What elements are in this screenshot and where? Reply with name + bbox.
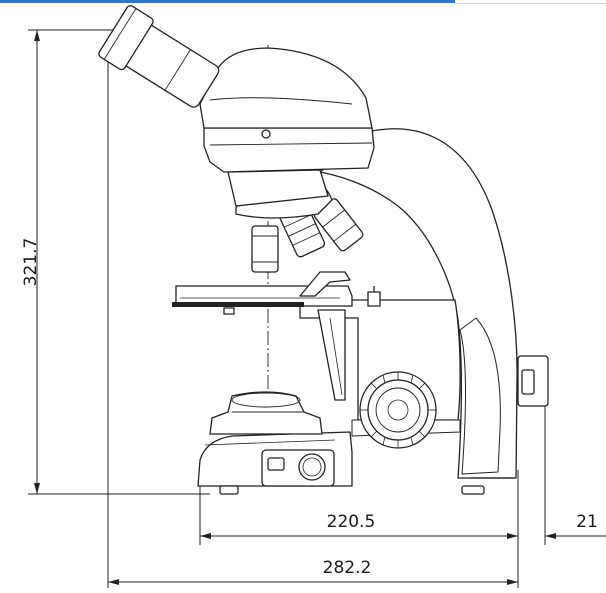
total-depth-dimension-label: 282.2 xyxy=(323,558,372,578)
front-foot xyxy=(219,485,239,495)
objective-lens-center xyxy=(251,225,279,273)
rear-foot xyxy=(461,485,485,495)
rear-switch-icon xyxy=(521,369,535,395)
arm-inner-panel xyxy=(459,317,501,475)
slide-clip xyxy=(299,271,351,297)
divider-line xyxy=(455,3,606,4)
head-body xyxy=(203,127,375,173)
eyepiece xyxy=(98,5,154,71)
microscope-icon xyxy=(98,5,549,495)
stage-slide xyxy=(172,302,304,307)
field-lens-housing xyxy=(209,391,323,435)
head-screw-icon xyxy=(261,129,271,139)
top-accent-bar xyxy=(0,0,606,4)
dimension-arrows xyxy=(34,30,556,585)
height-dimension-label: 321.7 xyxy=(21,238,41,287)
eyepiece-tube xyxy=(98,5,220,108)
overhang-dimension-label: 21 xyxy=(576,512,598,532)
power-switch-icon xyxy=(267,457,285,471)
base-depth-dimension-label: 220.5 xyxy=(327,512,376,532)
condenser-bracket xyxy=(317,309,346,401)
accent-line xyxy=(0,0,455,3)
binocular-head xyxy=(199,47,373,129)
